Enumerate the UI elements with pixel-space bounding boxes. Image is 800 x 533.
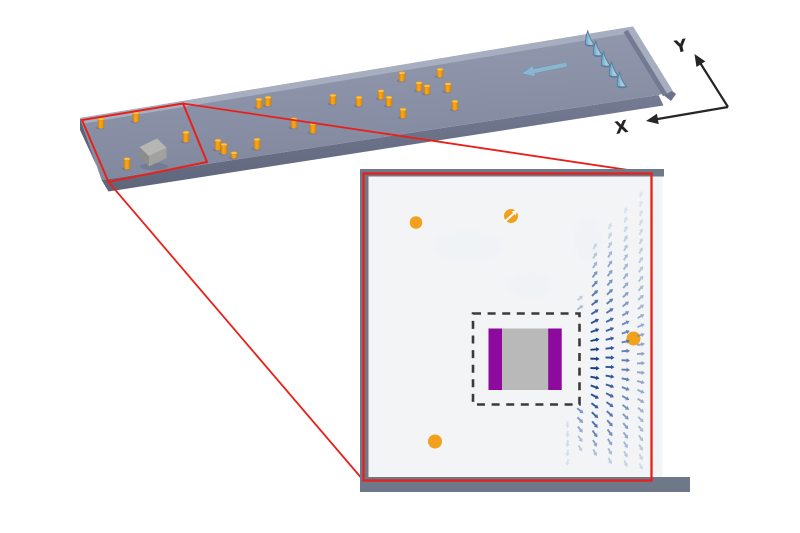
particle-cylinder	[121, 157, 131, 171]
particle-velocity-arrow	[504, 210, 518, 223]
particle-cylinder	[383, 95, 393, 108]
particle-cylinder	[180, 130, 190, 144]
dashed-outline	[471, 312, 581, 406]
y-axis-label: Y	[672, 36, 690, 58]
particle-cylinder	[253, 97, 263, 110]
cube-front	[139, 147, 149, 167]
particle-cylinder	[262, 95, 272, 108]
cube-right	[149, 147, 167, 167]
zoom-region-outline	[80, 102, 209, 184]
robot-left-stripe	[488, 328, 502, 390]
channel-front-face	[101, 95, 664, 192]
channel-back-rim	[80, 26, 636, 124]
particle-cylinder	[327, 93, 337, 106]
particle-cylinder	[413, 81, 423, 93]
robot-right-stripe	[548, 328, 562, 390]
flow-smudge	[506, 272, 554, 298]
particle-cylinder	[449, 99, 459, 112]
x-axis-label: X	[613, 117, 629, 139]
flow-direction-arrow	[520, 61, 568, 78]
particle-cylinder	[251, 137, 261, 151]
inset-red-border	[362, 172, 653, 482]
bubble-fin	[616, 70, 628, 89]
particle-cylinder	[434, 67, 444, 79]
bubble-fin	[592, 39, 604, 58]
particle-cylinder	[442, 82, 452, 94]
zoom-outline-and-connectors	[80, 102, 652, 482]
flow-smudge	[432, 231, 504, 261]
particle-top-view	[626, 331, 641, 346]
particle-cylinder	[218, 142, 228, 156]
particle-cylinder	[212, 138, 222, 152]
inset-bottom-wall	[360, 477, 690, 492]
cube-robot	[139, 138, 167, 156]
zoom-connector-line	[182, 102, 652, 175]
channel-end-wall	[623, 29, 668, 97]
vector-field	[565, 190, 645, 470]
flow-smudge	[574, 216, 602, 264]
bubble-fin	[600, 50, 612, 68]
particle-cylinder	[375, 89, 385, 101]
particle-cylinder	[353, 95, 363, 108]
y-axis-arrow	[694, 54, 729, 108]
particle-cylinder	[397, 107, 407, 120]
coordinate-axes: Y X	[613, 36, 729, 139]
particle-cylinder	[228, 151, 238, 160]
particle-cylinder	[421, 84, 431, 96]
zoom-connector-line	[107, 181, 365, 482]
particle-top-view	[428, 434, 442, 449]
cube-shadow	[140, 162, 168, 171]
channel-end-wall-top	[627, 26, 673, 94]
particle-cylinder	[95, 117, 105, 130]
particle-cylinder	[396, 71, 406, 83]
channel-contents	[95, 29, 628, 171]
inset-zoom-view	[360, 169, 690, 492]
x-axis-arrow	[646, 105, 729, 125]
channel-3d	[80, 26, 676, 192]
bubble-fin	[584, 29, 596, 47]
channel-floor	[80, 26, 673, 180]
bubble-fin	[608, 60, 620, 78]
particle-top-view	[409, 216, 423, 229]
